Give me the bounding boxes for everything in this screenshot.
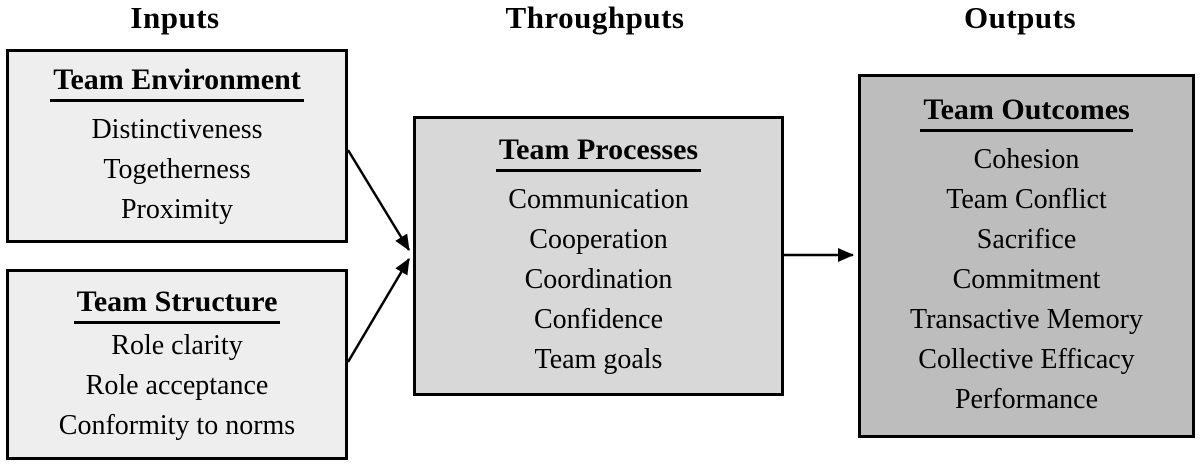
box-item: Distinctiveness bbox=[91, 114, 263, 145]
box-team-outcomes: Team Outcomes Cohesion Team Conflict Sac… bbox=[858, 74, 1195, 438]
box-item: Conformity to norms bbox=[58, 409, 296, 441]
box-title: Team Processes bbox=[495, 132, 702, 172]
column-header-outputs: Outputs bbox=[963, 0, 1077, 35]
box-title: Team Structure bbox=[73, 284, 281, 324]
box-item: Communication bbox=[508, 184, 689, 215]
box-item: Transactive Memory bbox=[909, 304, 1144, 335]
box-team-environment: Team Environment Distinctiveness Togethe… bbox=[6, 49, 348, 243]
box-title: Team Outcomes bbox=[920, 92, 1133, 132]
box-item: Role acceptance bbox=[85, 369, 269, 401]
column-header-inputs: Inputs bbox=[130, 0, 220, 35]
arrow-structure-to-processes bbox=[346, 258, 411, 363]
box-item: Togetherness bbox=[103, 154, 251, 185]
box-team-structure: Team Structure Role clarity Role accepta… bbox=[6, 269, 348, 460]
box-item: Confidence bbox=[533, 304, 664, 335]
box-item: Team goals bbox=[534, 344, 663, 375]
box-title: Team Environment bbox=[50, 62, 304, 102]
box-item: Cooperation bbox=[529, 224, 668, 255]
box-item: Performance bbox=[954, 384, 1099, 415]
column-header-throughputs: Throughputs bbox=[505, 0, 685, 35]
box-team-processes: Team Processes Communication Cooperation… bbox=[413, 116, 784, 396]
box-item: Team Conflict bbox=[946, 184, 1107, 215]
box-item: Sacrifice bbox=[976, 224, 1077, 255]
arrow-environment-to-processes bbox=[346, 149, 411, 251]
box-item: Coordination bbox=[524, 264, 673, 295]
box-item: Role clarity bbox=[111, 329, 243, 361]
box-item: Commitment bbox=[952, 264, 1101, 295]
box-item: Proximity bbox=[120, 194, 233, 225]
box-item: Cohesion bbox=[973, 144, 1080, 175]
box-item: Collective Efficacy bbox=[918, 344, 1135, 375]
